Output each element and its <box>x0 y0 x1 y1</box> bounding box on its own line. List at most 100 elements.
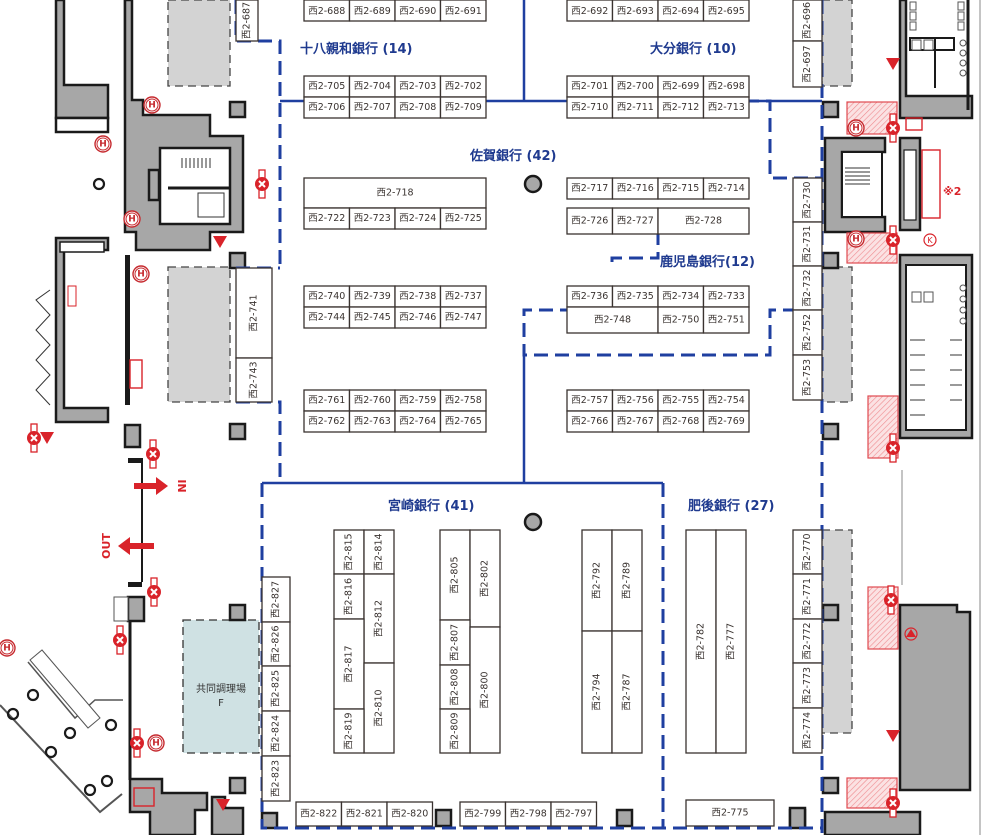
booth-812[interactable]: 西2-812 <box>363 573 395 664</box>
booth-737[interactable]: 西2-737 <box>439 285 487 308</box>
booth-807[interactable]: 西2-807 <box>439 619 471 666</box>
booth-782[interactable]: 西2-782 <box>685 529 717 754</box>
booth-766[interactable]: 西2-766 <box>566 410 614 433</box>
booth-702[interactable]: 西2-702 <box>439 75 487 98</box>
booth-765[interactable]: 西2-765 <box>439 410 487 433</box>
booth-745[interactable]: 西2-745 <box>348 306 396 329</box>
booth-770[interactable]: 西2-770 <box>792 529 823 575</box>
booth-759[interactable]: 西2-759 <box>394 389 442 412</box>
booth-761[interactable]: 西2-761 <box>303 389 351 412</box>
booth-777[interactable]: 西2-777 <box>715 529 747 754</box>
booth-825[interactable]: 西2-825 <box>261 665 291 712</box>
booth-699[interactable]: 西2-699 <box>657 75 705 98</box>
booth-824[interactable]: 西2-824 <box>261 710 291 757</box>
booth-704[interactable]: 西2-704 <box>348 75 396 98</box>
booth-789[interactable]: 西2-789 <box>611 529 643 632</box>
booth-700[interactable]: 西2-700 <box>611 75 659 98</box>
booth-687[interactable]: 西2-687 <box>235 0 259 42</box>
booth-760[interactable]: 西2-760 <box>348 389 396 412</box>
booth-709[interactable]: 西2-709 <box>439 96 487 119</box>
booth-809[interactable]: 西2-809 <box>439 708 471 754</box>
booth-714[interactable]: 西2-714 <box>702 177 750 200</box>
booth-805[interactable]: 西2-805 <box>439 529 471 621</box>
booth-734[interactable]: 西2-734 <box>657 285 705 308</box>
booth-754[interactable]: 西2-754 <box>702 389 750 412</box>
booth-746[interactable]: 西2-746 <box>394 306 442 329</box>
booth-817[interactable]: 西2-817 <box>333 618 365 710</box>
booth-758[interactable]: 西2-758 <box>439 389 487 412</box>
booth-823[interactable]: 西2-823 <box>261 755 291 802</box>
booth-715[interactable]: 西2-715 <box>657 177 705 200</box>
booth-752[interactable]: 西2-752 <box>792 309 823 356</box>
booth-727[interactable]: 西2-727 <box>611 207 659 235</box>
booth-810[interactable]: 西2-810 <box>363 662 395 754</box>
booth-723[interactable]: 西2-723 <box>348 207 396 230</box>
booth-769[interactable]: 西2-769 <box>702 410 750 433</box>
booth-767[interactable]: 西2-767 <box>611 410 659 433</box>
booth-747[interactable]: 西2-747 <box>439 306 487 329</box>
booth-691[interactable]: 西2-691 <box>439 0 487 22</box>
booth-753[interactable]: 西2-753 <box>792 354 823 401</box>
booth-757[interactable]: 西2-757 <box>566 389 614 412</box>
booth-794[interactable]: 西2-794 <box>581 630 613 754</box>
booth-736[interactable]: 西2-736 <box>566 285 614 308</box>
booth-703[interactable]: 西2-703 <box>394 75 442 98</box>
booth-722[interactable]: 西2-722 <box>303 207 351 230</box>
booth-692[interactable]: 西2-692 <box>566 0 614 22</box>
booth-772[interactable]: 西2-772 <box>792 618 823 664</box>
booth-826[interactable]: 西2-826 <box>261 621 291 667</box>
booth-730[interactable]: 西2-730 <box>792 177 823 223</box>
booth-698[interactable]: 西2-698 <box>702 75 750 98</box>
booth-771[interactable]: 西2-771 <box>792 573 823 620</box>
booth-763[interactable]: 西2-763 <box>348 410 396 433</box>
booth-732[interactable]: 西2-732 <box>792 265 823 311</box>
booth-724[interactable]: 西2-724 <box>394 207 442 230</box>
booth-821[interactable]: 西2-821 <box>340 801 388 827</box>
booth-800[interactable]: 西2-800 <box>469 626 501 754</box>
booth-717[interactable]: 西2-717 <box>566 177 614 200</box>
booth-701[interactable]: 西2-701 <box>566 75 614 98</box>
booth-728[interactable]: 西2-728 <box>657 207 750 235</box>
booth-735[interactable]: 西2-735 <box>611 285 659 308</box>
booth-774[interactable]: 西2-774 <box>792 707 823 754</box>
booth-816[interactable]: 西2-816 <box>333 573 365 620</box>
booth-756[interactable]: 西2-756 <box>611 389 659 412</box>
booth-820[interactable]: 西2-820 <box>386 801 434 827</box>
booth-762[interactable]: 西2-762 <box>303 410 351 433</box>
booth-744[interactable]: 西2-744 <box>303 306 351 329</box>
booth-751[interactable]: 西2-751 <box>702 306 750 334</box>
booth-755[interactable]: 西2-755 <box>657 389 705 412</box>
booth-708[interactable]: 西2-708 <box>394 96 442 119</box>
booth-713[interactable]: 西2-713 <box>702 96 750 119</box>
booth-738[interactable]: 西2-738 <box>394 285 442 308</box>
booth-711[interactable]: 西2-711 <box>611 96 659 119</box>
booth-750[interactable]: 西2-750 <box>657 306 705 334</box>
booth-775[interactable]: 西2-775 <box>685 799 775 827</box>
booth-695[interactable]: 西2-695 <box>702 0 750 22</box>
booth-741[interactable]: 西2-741 <box>235 267 273 359</box>
booth-693[interactable]: 西2-693 <box>611 0 659 22</box>
booth-743[interactable]: 西2-743 <box>235 357 273 403</box>
booth-764[interactable]: 西2-764 <box>394 410 442 433</box>
booth-710[interactable]: 西2-710 <box>566 96 614 119</box>
booth-827[interactable]: 西2-827 <box>261 576 291 623</box>
booth-815[interactable]: 西2-815 <box>333 529 365 575</box>
booth-726[interactable]: 西2-726 <box>566 207 614 235</box>
booth-688[interactable]: 西2-688 <box>303 0 351 22</box>
booth-689[interactable]: 西2-689 <box>348 0 396 22</box>
booth-706[interactable]: 西2-706 <box>303 96 351 119</box>
booth-705[interactable]: 西2-705 <box>303 75 351 98</box>
booth-690[interactable]: 西2-690 <box>394 0 442 22</box>
booth-716[interactable]: 西2-716 <box>611 177 659 200</box>
booth-808[interactable]: 西2-808 <box>439 664 471 710</box>
booth-787[interactable]: 西2-787 <box>611 630 643 754</box>
booth-740[interactable]: 西2-740 <box>303 285 351 308</box>
booth-797[interactable]: 西2-797 <box>550 801 598 827</box>
booth-768[interactable]: 西2-768 <box>657 410 705 433</box>
booth-798[interactable]: 西2-798 <box>504 801 552 827</box>
booth-814[interactable]: 西2-814 <box>363 529 395 575</box>
booth-739[interactable]: 西2-739 <box>348 285 396 308</box>
booth-725[interactable]: 西2-725 <box>439 207 487 230</box>
booth-733[interactable]: 西2-733 <box>702 285 750 308</box>
booth-731[interactable]: 西2-731 <box>792 221 823 267</box>
